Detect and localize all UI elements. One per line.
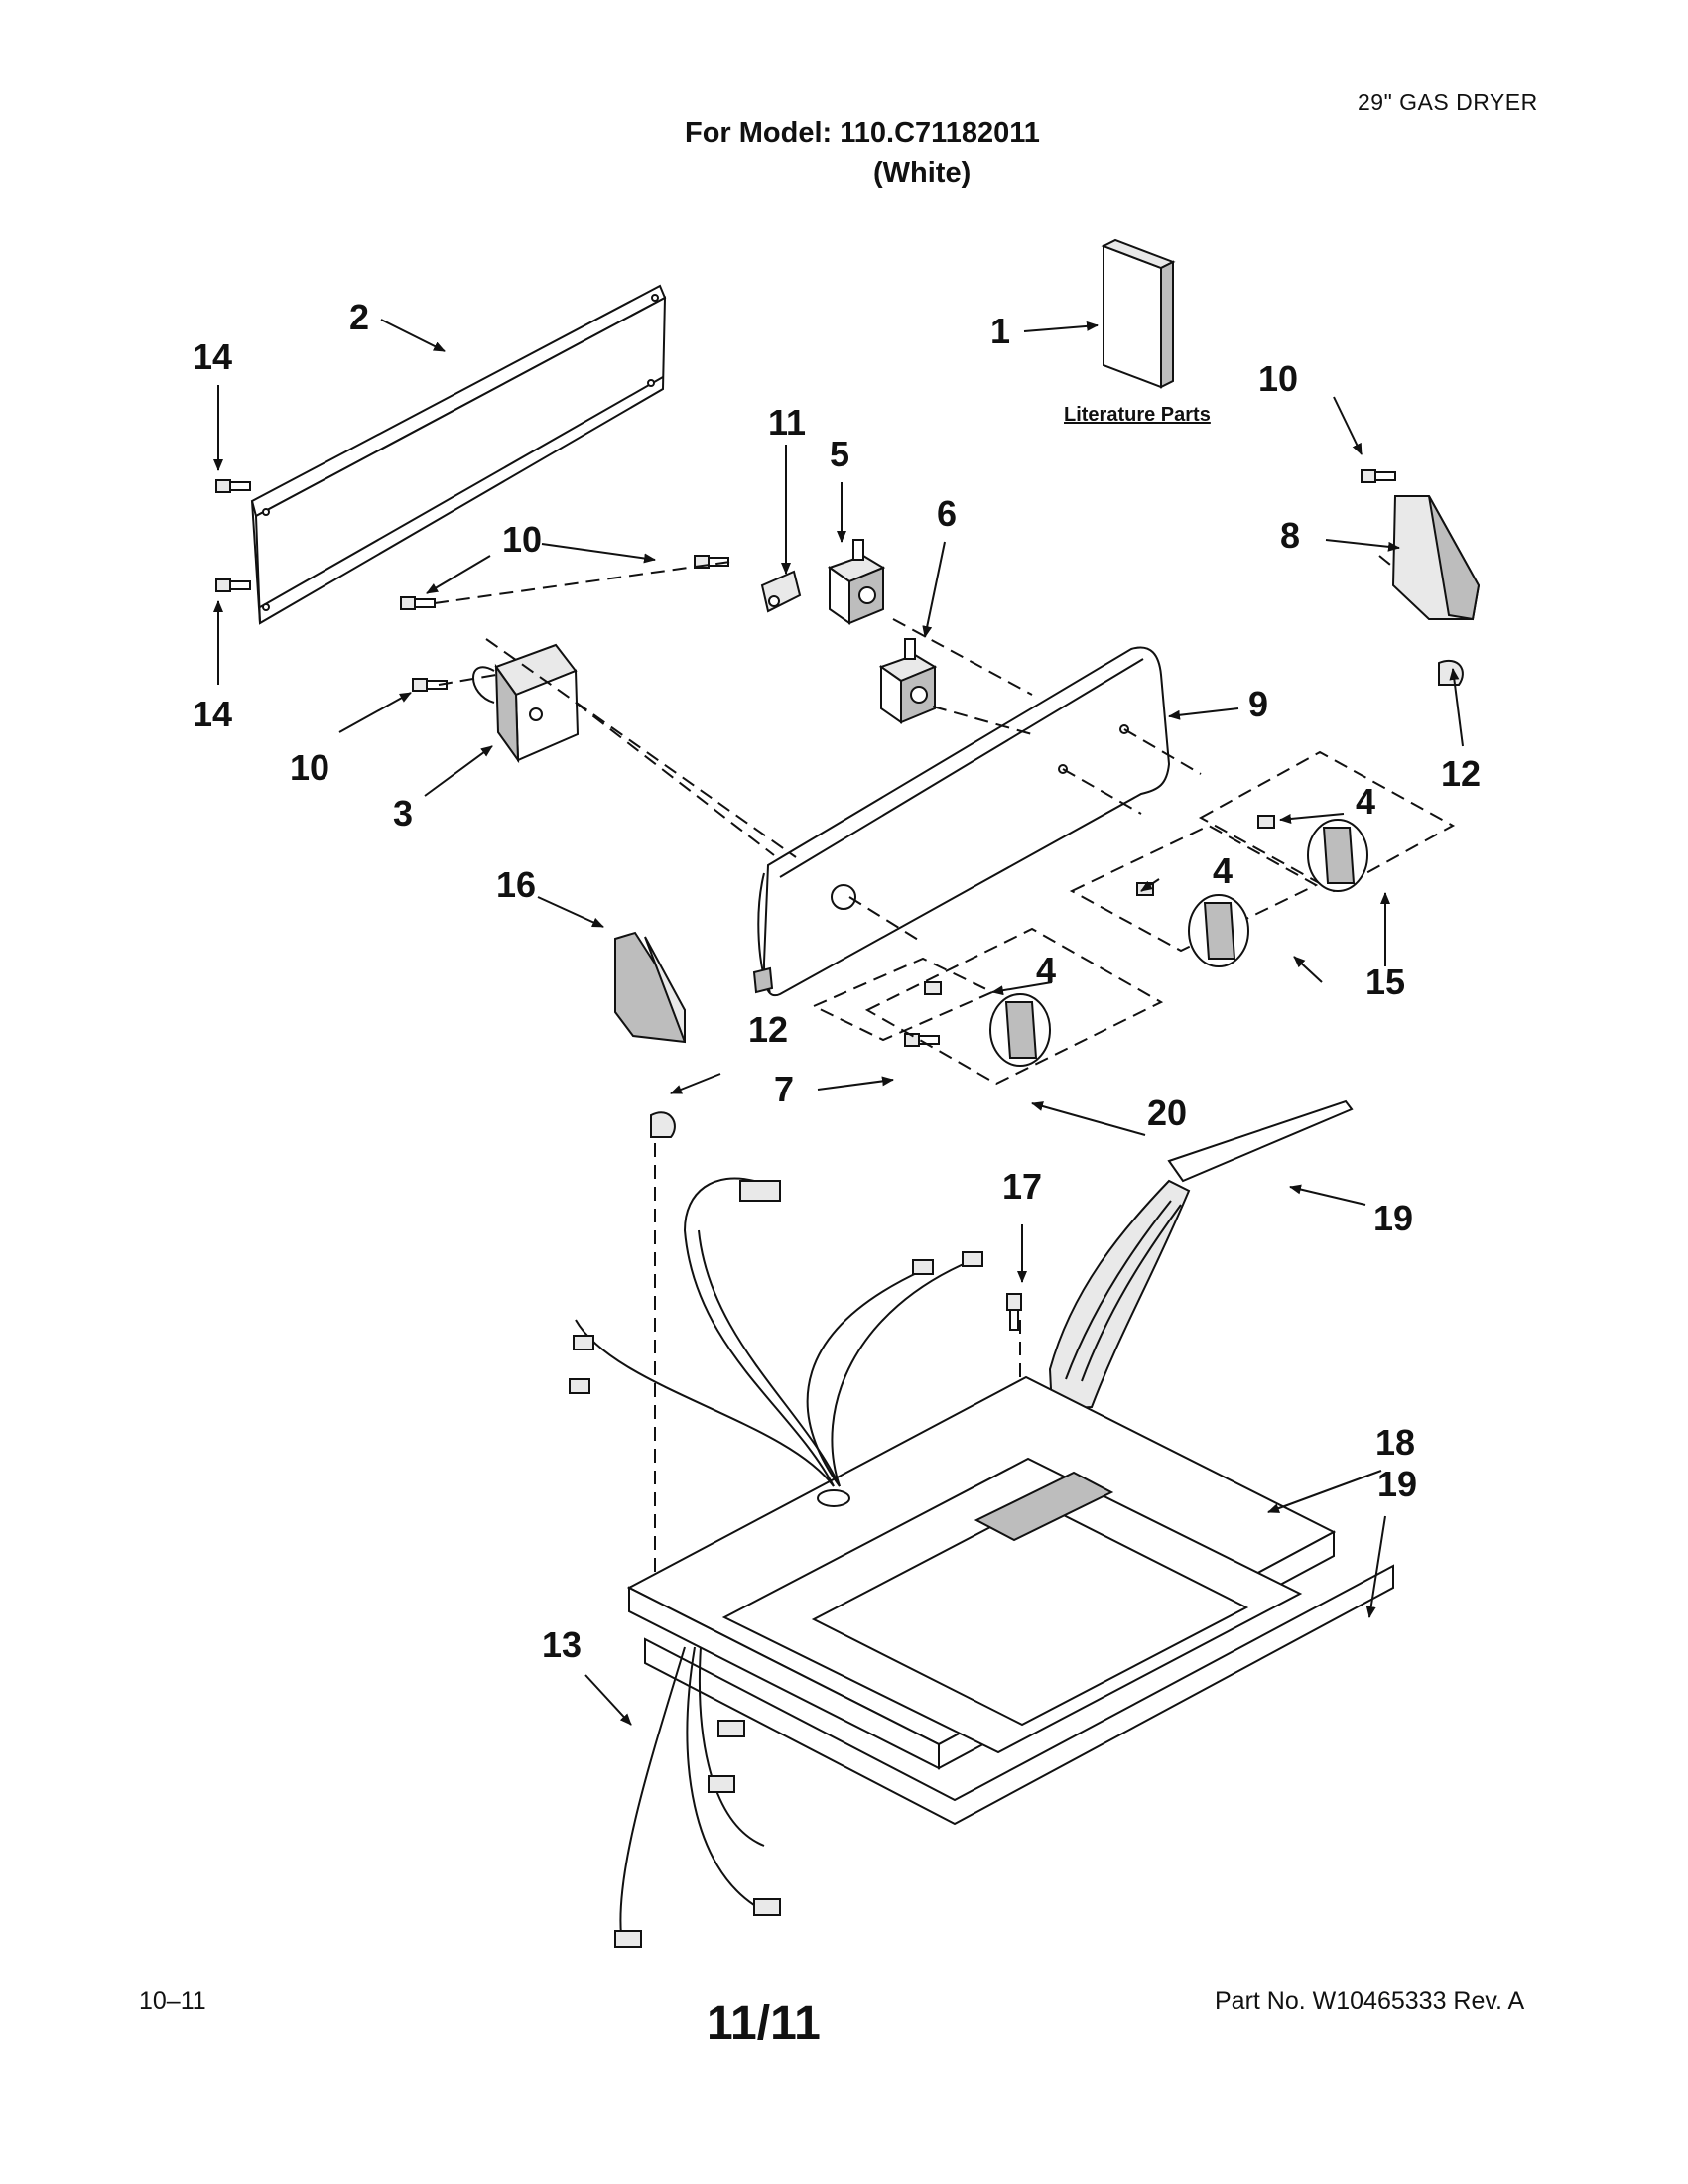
switch-part-5 (827, 539, 886, 625)
callout-12b: 12 (748, 1009, 788, 1050)
callout-7: 7 (774, 1069, 794, 1109)
literature-part (1101, 238, 1176, 389)
callout-4c: 4 (1036, 950, 1056, 990)
callout-14a: 14 (193, 336, 232, 377)
callout-16: 16 (496, 864, 536, 905)
callout-14b: 14 (193, 694, 232, 734)
callout-20: 20 (1147, 1092, 1187, 1133)
switch-part-6 (878, 638, 938, 724)
callout-arrows (213, 319, 1464, 1726)
rear-panel-part (250, 284, 667, 625)
dashed-leader-lines (434, 555, 1456, 1586)
revision-date: 10–11 (139, 1988, 206, 2015)
callout-10a: 10 (502, 519, 542, 560)
knob-parts (924, 815, 1368, 1067)
callout-10c: 10 (1258, 358, 1298, 399)
callout-labels: 1 2 3 4 4 4 5 6 7 8 9 10 10 10 11 12 12 … (193, 297, 1481, 1665)
screw-parts (215, 469, 1396, 1331)
callout-5: 5 (830, 434, 849, 474)
bracket-part (760, 570, 802, 613)
callout-19b: 19 (1377, 1464, 1417, 1504)
callout-1: 1 (990, 311, 1010, 351)
end-cap-parts (614, 495, 1481, 1138)
model-title: For Model: 110.C71182011 (685, 117, 1040, 149)
callout-18: 18 (1375, 1422, 1415, 1463)
lint-screen-part (1048, 1099, 1354, 1411)
timer-part (472, 643, 580, 764)
page-number: 11/11 (707, 1997, 821, 2050)
model-color: (White) (873, 157, 972, 189)
callout-4b: 4 (1213, 850, 1233, 891)
product-type-label: 29" GAS DRYER (1358, 89, 1538, 115)
callout-3: 3 (393, 793, 413, 834)
wire-harness-part (569, 1177, 983, 1948)
callout-12a: 12 (1441, 753, 1481, 794)
part-number: Part No. W10465333 Rev. A (1215, 1988, 1525, 2015)
callout-19a: 19 (1373, 1198, 1413, 1238)
console-part (752, 646, 1171, 997)
literature-parts-label: Literature Parts (1064, 404, 1211, 426)
callout-4a: 4 (1356, 781, 1375, 822)
callout-17: 17 (1002, 1166, 1042, 1207)
callout-10b: 10 (290, 747, 329, 788)
callout-9: 9 (1248, 684, 1268, 724)
callout-15: 15 (1365, 962, 1405, 1002)
callout-11: 11 (768, 402, 806, 443)
callout-6: 6 (937, 493, 957, 534)
top-panel-part (626, 1375, 1394, 1826)
callout-13: 13 (542, 1624, 582, 1665)
callout-8: 8 (1280, 515, 1300, 556)
callout-2: 2 (349, 297, 369, 337)
